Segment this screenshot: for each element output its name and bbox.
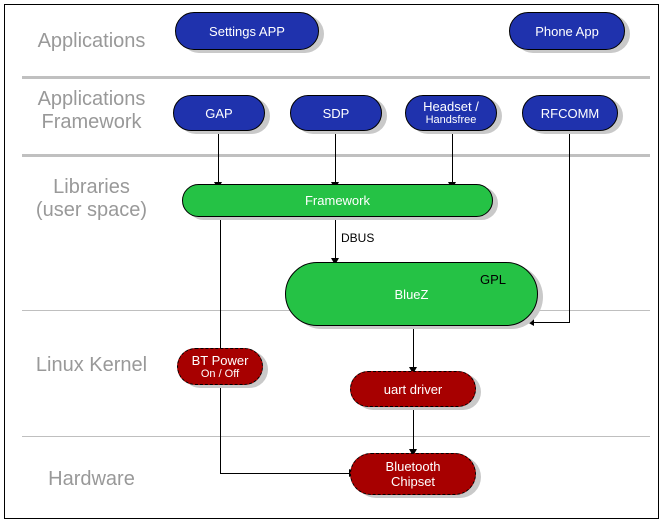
edge-rfcomm-bluez-horizontal <box>533 322 570 323</box>
node-settings-app[interactable]: Settings APP <box>175 12 319 50</box>
node-bluetooth-chipset-label-line2: Chipset <box>390 474 436 489</box>
separator-applications-framework <box>22 154 650 157</box>
node-bluetooth-chipset[interactable]: Bluetooth Chipset <box>350 453 476 495</box>
separator-applications <box>22 76 650 79</box>
layer-label-libraries: Libraries (user space) <box>35 176 148 221</box>
edge-bluez-uart <box>413 328 414 372</box>
node-uart-driver[interactable]: uart driver <box>350 371 476 407</box>
node-sdp[interactable]: SDP <box>290 95 382 131</box>
edge-framework-bluez <box>335 219 336 263</box>
edge-uart-chipset <box>413 408 414 453</box>
edge-rfcomm-bluez-vertical <box>569 133 570 323</box>
node-bluez-label: BlueZ <box>394 286 429 302</box>
badge-bluez-gpl: GPL <box>480 272 507 287</box>
layer-label-applications-framework: Applications Framework <box>37 88 146 133</box>
node-bluetooth-chipset-label-line1: Bluetooth <box>385 459 441 474</box>
layer-label-hardware: Hardware <box>48 468 135 490</box>
separator-linux-kernel <box>22 436 650 437</box>
node-settings-app-label: Settings APP <box>209 23 285 39</box>
edge-gap-framework <box>218 133 219 185</box>
edge-framework-chipset-vertical <box>220 219 221 474</box>
edge-label-dbus: DBUS <box>341 231 375 245</box>
edge-headset-framework <box>452 133 453 185</box>
layer-label-applications: Applications <box>37 30 146 52</box>
node-framework-label: Framework <box>304 193 370 208</box>
node-rfcomm[interactable]: RFCOMM <box>522 95 618 131</box>
node-gap[interactable]: GAP <box>173 95 265 131</box>
node-bt-power-label-line2: On / Off <box>200 367 240 380</box>
diagram-border <box>4 4 659 519</box>
node-bt-power[interactable]: BT Power On / Off <box>177 348 263 385</box>
node-rfcomm-label: RFCOMM <box>540 105 600 121</box>
edge-sdp-framework <box>335 133 336 185</box>
edge-framework-chipset-horizontal <box>220 473 352 474</box>
node-headset-label-line1: Headset / <box>423 99 479 114</box>
node-uart-driver-label: uart driver <box>383 381 443 397</box>
node-gap-label: GAP <box>205 105 233 121</box>
node-headset-handsfree[interactable]: Headset / Handsfree <box>405 95 497 131</box>
node-sdp-label: SDP <box>322 105 350 121</box>
node-framework[interactable]: Framework <box>182 184 493 217</box>
layer-label-linux-kernel: Linux Kernel <box>35 354 148 376</box>
node-headset-label-line2: Handsfree <box>425 114 477 126</box>
node-phone-app-label: Phone App <box>535 23 599 39</box>
node-phone-app[interactable]: Phone App <box>509 12 625 50</box>
node-bluez[interactable]: BlueZ <box>285 262 538 326</box>
node-bt-power-label-line1: BT Power <box>191 352 249 368</box>
